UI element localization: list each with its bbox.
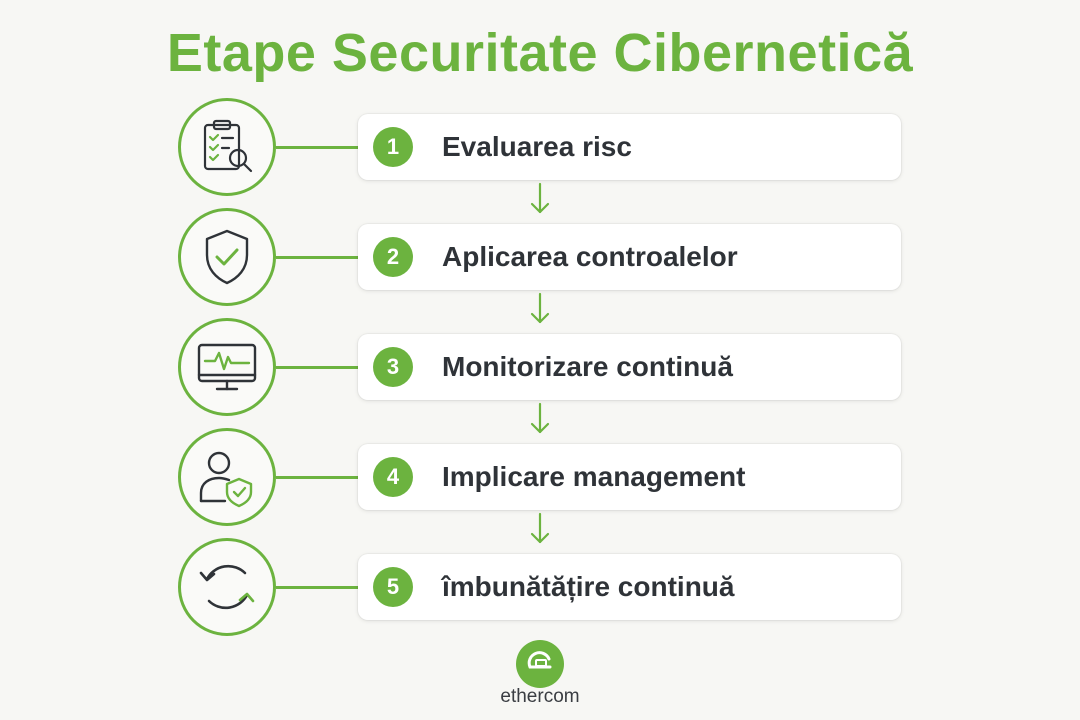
step-number-badge: 4 <box>373 457 413 497</box>
brand-logo: ethercom <box>490 640 590 710</box>
step-card: 5 îmbunătățire continuă <box>358 554 901 620</box>
step-icon-circle <box>178 428 276 526</box>
step-icon-circle <box>178 208 276 306</box>
step-number-badge: 5 <box>373 567 413 607</box>
brand-name: ethercom <box>500 686 580 707</box>
step-label: îmbunătățire continuă <box>442 571 735 602</box>
refresh-cycle-icon <box>199 564 255 610</box>
step-5: 5 îmbunătățire continuă <box>0 538 1080 648</box>
step-number-badge: 3 <box>373 347 413 387</box>
arrow-down-icon <box>530 182 550 214</box>
user-shield-icon <box>199 451 253 508</box>
step-icon-circle <box>178 318 276 416</box>
arrow-down-icon <box>530 512 550 544</box>
step-4: 4 Implicare management <box>0 428 1080 544</box>
page-title: Etape Securitate Cibernetică <box>166 23 914 83</box>
shield-check-icon <box>205 229 249 285</box>
step-card: 1 Evaluarea risc <box>358 114 901 180</box>
step-label: Monitorizare continuă <box>442 351 733 382</box>
arrow-down-icon <box>530 402 550 434</box>
connector-line <box>276 476 359 479</box>
connector-line <box>276 586 359 589</box>
step-card: 4 Implicare management <box>358 444 901 510</box>
step-label: Evaluarea risc <box>442 131 632 162</box>
connector-line <box>276 366 359 369</box>
step-3: 3 Monitorizare continuă <box>0 318 1080 434</box>
step-label: Implicare management <box>442 461 746 492</box>
arrow-down-icon <box>530 292 550 324</box>
step-number-badge: 2 <box>373 237 413 277</box>
ethernet-plug-icon <box>516 640 564 688</box>
step-card: 3 Monitorizare continuă <box>358 334 901 400</box>
connector-line <box>276 146 359 149</box>
step-number-badge: 1 <box>373 127 413 167</box>
step-1: 1 Evaluarea risc <box>0 98 1080 214</box>
step-card: 2 Aplicarea controalelor <box>358 224 901 290</box>
clipboard-search-icon <box>203 119 253 173</box>
step-icon-circle <box>178 538 276 636</box>
connector-line <box>276 256 359 259</box>
step-icon-circle <box>178 98 276 196</box>
step-2: 2 Aplicarea controalelor <box>0 208 1080 324</box>
step-label: Aplicarea controalelor <box>442 241 738 272</box>
monitor-pulse-icon <box>197 343 257 391</box>
